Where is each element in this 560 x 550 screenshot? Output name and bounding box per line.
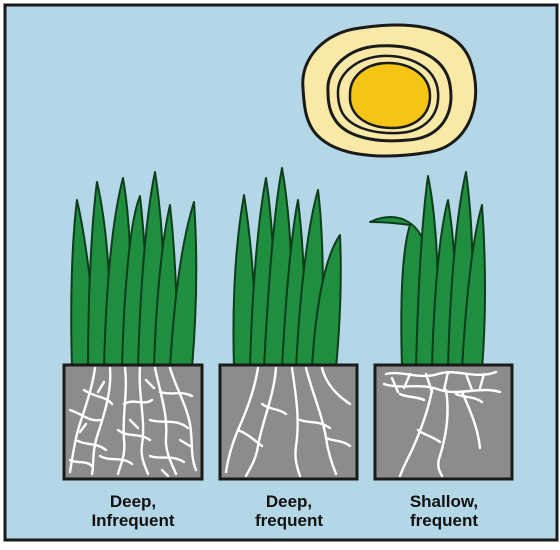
label-shallow-frequent-line1: Shallow,: [369, 492, 519, 511]
soil-box-3: [375, 365, 512, 479]
label-deep-frequent-line2: frequent: [214, 511, 364, 530]
label-deep-frequent-line1: Deep,: [214, 492, 364, 511]
sun-icon: [303, 25, 476, 156]
label-shallow-frequent-line2: frequent: [369, 511, 519, 530]
label-deep-infrequent-line1: Deep,: [58, 492, 208, 511]
label-deep-infrequent-line2: Infrequent: [58, 511, 208, 530]
label-deep-infrequent: Deep, Infrequent: [58, 492, 208, 530]
label-shallow-frequent: Shallow, frequent: [369, 492, 519, 530]
label-deep-frequent: Deep, frequent: [214, 492, 364, 530]
